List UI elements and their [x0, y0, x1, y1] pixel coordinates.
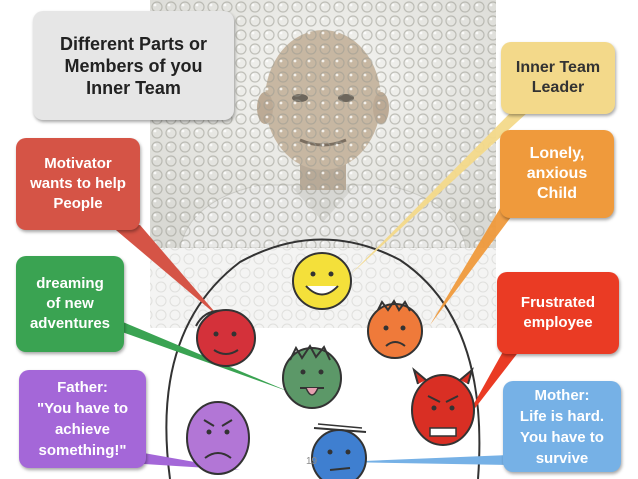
mother-pointer — [340, 455, 512, 465]
purple-frustrated-face-icon — [186, 401, 250, 475]
motivator-box: Motivator wants to help People — [16, 138, 140, 230]
dreaming-box: dreaming of new adventures — [16, 256, 124, 352]
mother-box: Mother: Life is hard. You have to surviv… — [503, 381, 621, 472]
lonely-pointer — [430, 195, 520, 325]
leader-pointer — [350, 108, 528, 275]
title-box: Different Parts or Members of you Inner … — [33, 11, 234, 120]
motivator-pointer — [110, 225, 220, 318]
orange-worried-face-icon — [367, 299, 423, 359]
blue-face-icon — [311, 423, 367, 479]
body-outline — [165, 238, 481, 479]
father-box: Father: "You have to achieve something!" — [19, 370, 146, 468]
yellow-smiling-face-icon — [292, 252, 352, 310]
frustrated-pointer — [462, 348, 520, 425]
page-number: 19 — [306, 456, 318, 467]
frustrated-employee-box: Frustrated employee — [497, 272, 619, 354]
red-angry-face-icon — [411, 367, 475, 446]
inner-team-leader-box: Inner Team Leader — [501, 42, 615, 114]
red-face-with-hat-icon — [195, 309, 256, 367]
green-tongue-face-icon — [282, 344, 342, 409]
lonely-child-box: Lonely, anxious Child — [500, 130, 614, 218]
